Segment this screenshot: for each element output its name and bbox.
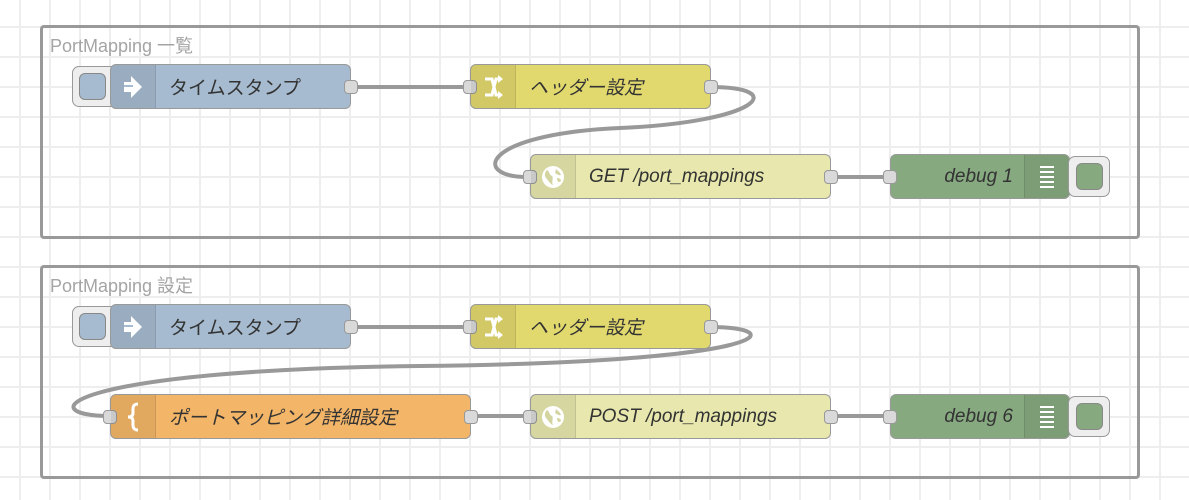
input-port[interactable] <box>883 170 897 184</box>
input-port[interactable] <box>883 410 897 424</box>
shuffle-icon <box>471 305 516 348</box>
group-label: PortMapping 設定 <box>50 276 194 296</box>
output-port[interactable] <box>344 320 358 334</box>
inject-trigger-square <box>79 73 106 100</box>
input-port[interactable] <box>463 80 477 94</box>
group-portmapping-settings[interactable]: PortMapping 設定 <box>40 265 1140 479</box>
arrow-in-icon <box>111 305 156 348</box>
debug-toggle-button[interactable] <box>1068 396 1110 437</box>
group-portmapping-list[interactable]: PortMapping 一覧 <box>40 25 1140 239</box>
output-port[interactable] <box>824 170 838 184</box>
debug-toggle-square <box>1076 403 1103 430</box>
inject-trigger-square <box>79 313 106 340</box>
group-label: PortMapping 一覧 <box>50 36 194 56</box>
node-label: POST /port_mappings <box>589 405 777 427</box>
node-label: タイムスタンプ <box>169 318 302 339</box>
input-port[interactable] <box>103 410 117 424</box>
node-label: ポートマッピング詳細設定 <box>169 408 398 429</box>
list-icon <box>1024 395 1069 438</box>
function-node[interactable]: ポートマッピング詳細設定 <box>103 394 478 439</box>
change-node[interactable]: ヘッダー設定 <box>463 64 718 109</box>
node-label: タイムスタンプ <box>169 78 302 99</box>
http-request-node[interactable]: POST /port_mappings <box>523 394 838 439</box>
output-port[interactable] <box>824 410 838 424</box>
inject-node[interactable]: タイムスタンプ <box>110 304 358 349</box>
node-label: ヘッダー設定 <box>529 318 644 339</box>
debug-toggle-button[interactable] <box>1068 156 1110 197</box>
output-port[interactable] <box>344 80 358 94</box>
arrow-in-icon <box>111 65 156 108</box>
output-port[interactable] <box>704 80 718 94</box>
http-request-node[interactable]: GET /port_mappings <box>523 154 838 199</box>
change-node[interactable]: ヘッダー設定 <box>463 304 718 349</box>
list-icon <box>1024 155 1069 198</box>
node-label: GET /port_mappings <box>589 165 765 187</box>
debug-node[interactable]: debug 6 <box>883 394 1070 439</box>
output-port[interactable] <box>464 410 478 424</box>
debug-toggle-square <box>1076 163 1103 190</box>
input-port[interactable] <box>523 410 537 424</box>
node-label: ヘッダー設定 <box>529 78 644 99</box>
output-port[interactable] <box>704 320 718 334</box>
wire[interactable] <box>493 85 756 180</box>
input-port[interactable] <box>463 320 477 334</box>
brace-icon <box>111 395 156 438</box>
input-port[interactable] <box>523 170 537 184</box>
node-label: debug 6 <box>944 405 1013 427</box>
globe-icon <box>531 155 576 198</box>
shuffle-icon <box>471 65 516 108</box>
globe-icon <box>531 395 576 438</box>
debug-node[interactable]: debug 1 <box>883 154 1070 199</box>
wire[interactable] <box>71 325 753 418</box>
node-label: debug 1 <box>944 165 1013 187</box>
inject-node[interactable]: タイムスタンプ <box>110 64 358 109</box>
